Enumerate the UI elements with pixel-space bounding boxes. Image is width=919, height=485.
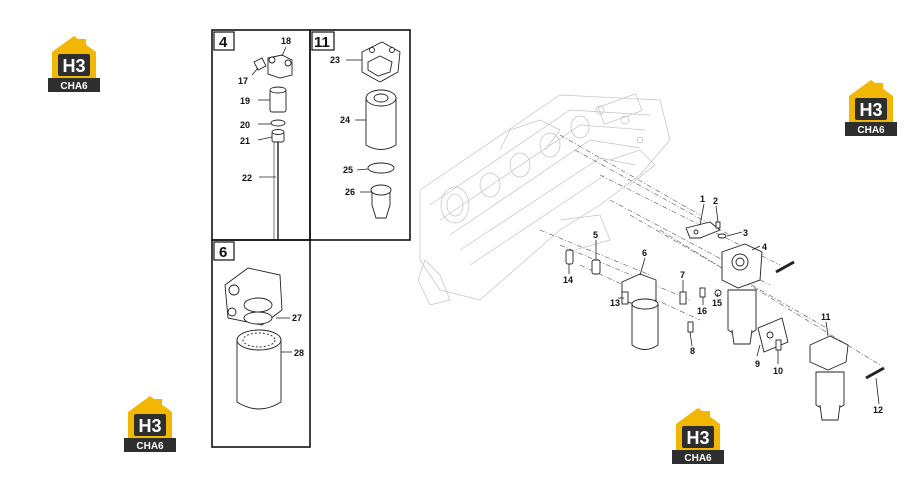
callout-18: 18 [281,36,291,46]
callout-9: 9 [755,359,760,369]
main-assembly-parts [565,221,885,421]
callout-10: 10 [773,366,783,376]
callout-7: 7 [680,270,685,280]
callout-25: 25 [343,165,353,175]
callout-12: 12 [873,405,883,415]
callout-27: 27 [292,313,302,323]
watermark-logo: H3 CHA6 [672,408,724,464]
callout-20: 20 [240,120,250,130]
callout-4: 4 [762,242,767,252]
callout-2: 2 [713,196,718,206]
box-label-6: 6 [219,244,227,261]
callout-8: 8 [690,346,695,356]
svg-text:CHA6: CHA6 [684,453,712,464]
callout-28: 28 [294,348,304,358]
box-label-11: 11 [314,34,330,51]
box-11-frame [309,29,411,241]
watermark-logo: H3 CHA6 [48,36,100,92]
leader-lines [251,46,880,405]
callout-22: 22 [242,173,252,183]
assembly-lines [539,134,881,366]
callout-19: 19 [240,96,250,106]
box-6-frame [211,239,311,448]
callout-16: 16 [697,306,707,316]
svg-text:CHA6: CHA6 [857,125,885,136]
svg-text:CHA6: CHA6 [60,81,88,92]
callout-5: 5 [593,230,598,240]
watermark-logo: H3 CHA6 [124,396,176,452]
callout-11: 11 [821,312,831,322]
callouts: 1 2 3 4 5 6 7 8 9 10 11 12 13 14 15 16 1… [238,36,883,415]
callout-1: 1 [700,194,705,204]
callout-15: 15 [712,298,722,308]
callout-14: 14 [563,275,573,285]
callout-6: 6 [642,248,647,258]
svg-text:H3: H3 [138,416,161,436]
callout-21: 21 [240,136,250,146]
engine-block-ghost [417,93,671,306]
callout-26: 26 [345,187,355,197]
callout-13: 13 [610,298,620,308]
watermark-logo: H3 CHA6 [845,80,897,136]
callout-17: 17 [238,76,248,86]
box-4-parts [253,54,293,240]
box-11-parts [361,41,401,219]
box-label-4: 4 [219,34,228,51]
svg-text:H3: H3 [62,56,85,76]
svg-text:CHA6: CHA6 [136,441,164,452]
callout-3: 3 [743,228,748,238]
callout-24: 24 [340,115,350,125]
callout-23: 23 [330,55,340,65]
svg-text:H3: H3 [686,428,709,448]
box-6-parts [224,267,283,410]
svg-text:H3: H3 [859,100,882,120]
